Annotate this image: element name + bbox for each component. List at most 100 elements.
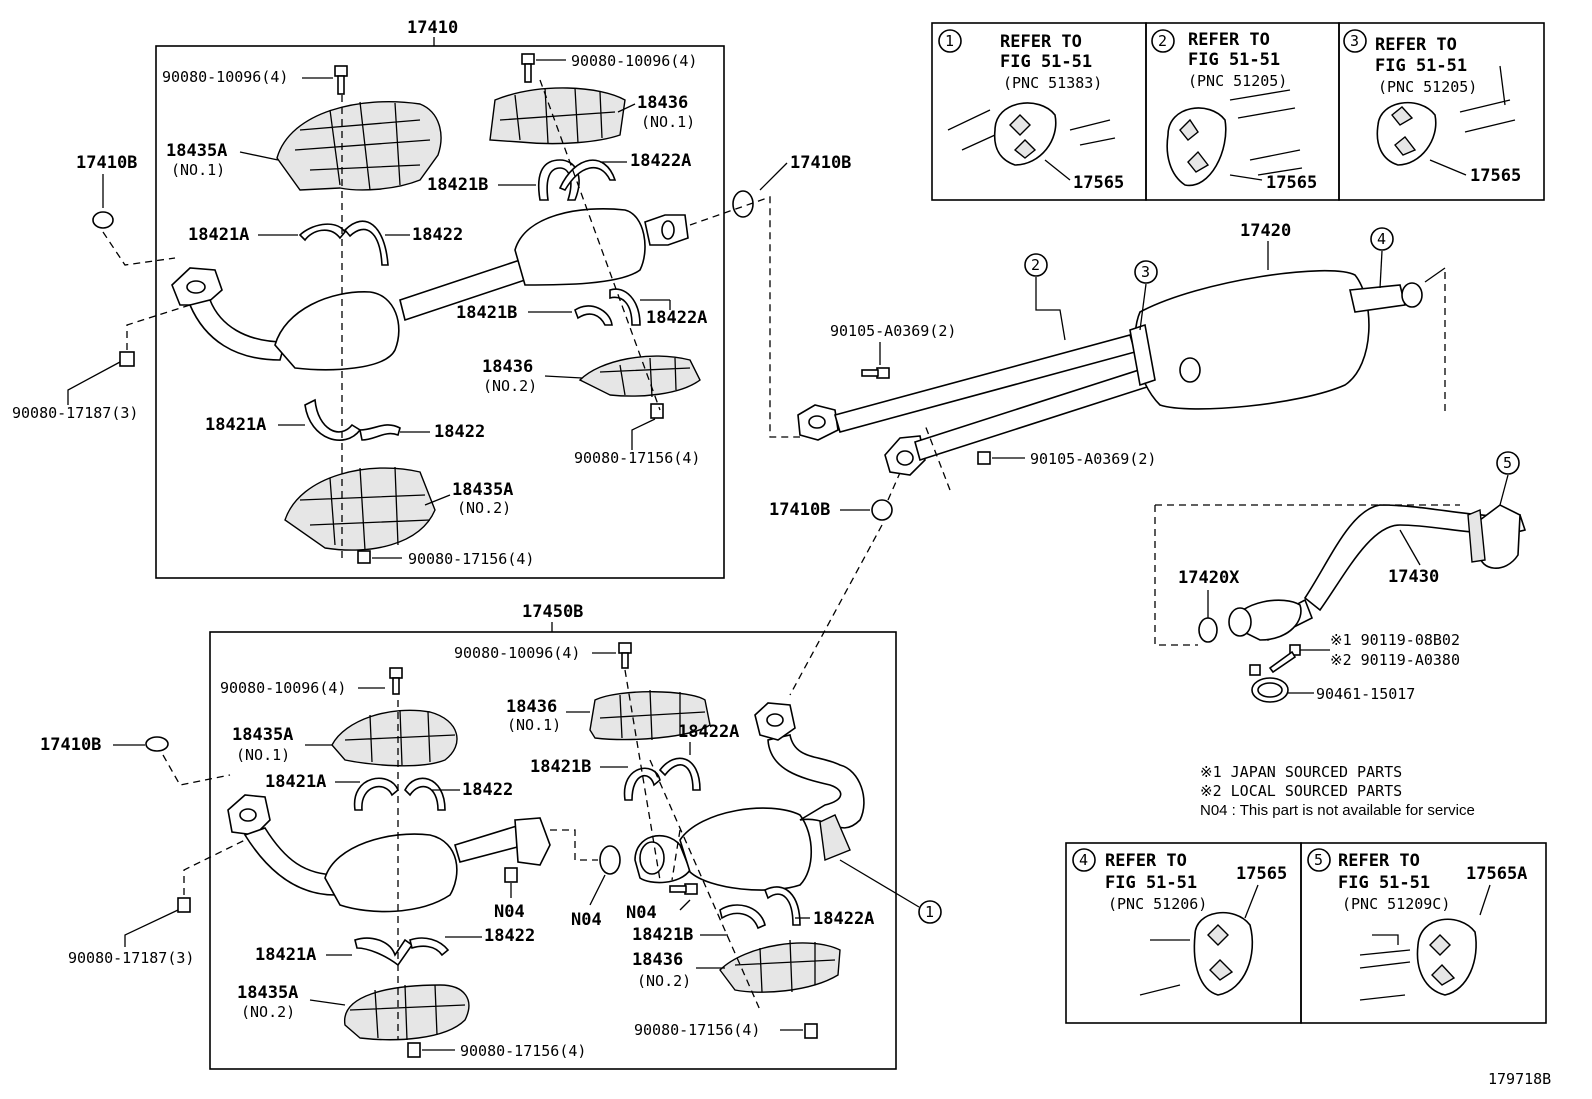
refer-box-1-pnc: (PNC 51383) [1003,74,1102,92]
bolt-icon [389,667,403,695]
heat-insulator-18435A-no1 [276,101,442,191]
label-gasket-17410B-center: 17410B [769,500,830,520]
heat-insulator-18436-no2-b [719,939,841,993]
refer-box-4-part: 17565 [1236,864,1287,884]
group-label-17450B: 17450B [522,602,583,622]
refer-box-1-part: 17565 [1073,173,1124,193]
callout-2-number: 2 [1031,256,1040,274]
stud-n04 [504,867,518,883]
heat-insulator-18436-no1-b [589,689,711,741]
label-18435A-b-sub: (NO.1) [236,746,290,764]
label-n04-a: N04 [494,902,525,922]
clamp-18422A-b-lower [763,886,801,926]
heat-insulator-18435A-no2 [284,466,436,551]
label-18422A-b-lower: 18422A [813,909,874,929]
label-18421A-b: 18421A [265,772,326,792]
refer-box-2-line2: FIG 51-51 [1188,50,1280,70]
label-18436-b-sub: (NO.1) [507,716,561,734]
clamp-18422A [558,159,617,191]
label-18422-b: 18422 [462,780,513,800]
refer-box-1: 1 REFER TO FIG 51-51 (PNC 51383) 17565 [931,22,1147,201]
gasket-icon [1198,617,1218,643]
label-nut-17187-top: 90080-17187(3) [12,404,138,422]
callout-3 [1134,260,1158,284]
bolt-icon [334,65,348,95]
label-nut-2: 90080-17156(4) [408,550,534,568]
label-18421A: 18421A [188,225,249,245]
clamp-18421B [538,159,580,201]
bolt-icon [618,642,632,669]
label-18435A: 18435A [166,141,227,161]
label-18435A-no2: 18435A [452,480,513,500]
refer-box-2-number: 2 [1158,32,1167,50]
gasket-icon [871,499,893,521]
label-18435A-no2-sub: (NO.2) [457,499,511,517]
clamp-18422-b [404,777,446,811]
refer-box-2: 2 REFER TO FIG 51-51 (PNC 51205) 17565 [1145,22,1340,201]
refer-box-2-line1: REFER TO [1188,30,1270,50]
clamp-18422-b-lower [409,937,450,957]
nut-icon [650,403,664,419]
refer-box-2-part: 17565 [1266,173,1317,193]
gasket-icon [732,190,754,218]
bolt-icon [977,451,991,465]
label-18422A: 18422A [630,151,691,171]
label-bolt-top-right: 90080-10096(4) [571,52,697,70]
refer-box-5-line1: REFER TO [1338,851,1420,871]
muffler-assembly-17420 [797,269,1423,476]
label-18421A-lower: 18421A [205,415,266,435]
bolt-icon [669,883,698,895]
label-18436-no2: 18436 [482,357,533,377]
refer-box-4-number: 4 [1079,851,1088,869]
gasket-icon [92,211,114,229]
exhaust-pipe-17450B [227,794,551,913]
label-nut-b-2: 90080-17156(4) [460,1042,586,1060]
label-18436-sub: (NO.1) [641,113,695,131]
callout-4 [1370,227,1394,251]
refer-box-4-line1: REFER TO [1105,851,1187,871]
label-18422-lower: 18422 [434,422,485,442]
refer-box-3: 3 REFER TO FIG 51-51 (PNC 51205) 17565 [1338,22,1545,201]
clamp-18421A-b-lower [354,937,414,967]
label-bolt-90105-2: 90105-A0369(2) [1030,450,1156,468]
label-18435A-no2-b: 18435A [237,983,298,1003]
label-18422A-lower: 18422A [646,308,707,328]
callout-3-number: 3 [1141,263,1150,281]
clamp-18421A-b [353,777,399,811]
refer-box-5-pnc: (PNC 51209C) [1342,895,1450,913]
label-18436-b: 18436 [506,697,557,717]
bolt-icon [861,367,890,379]
bolt-icon [521,53,535,83]
refer-box-2-pnc: (PNC 51205) [1188,72,1287,90]
label-18436-no2-b: 18436 [632,950,683,970]
callout-1 [918,900,942,924]
clamp-18422A-b [658,757,701,791]
clamp-band-icon [1249,664,1289,703]
label-18421B-b-lower: 18421B [632,925,693,945]
refer-box-4-line2: FIG 51-51 [1105,873,1197,893]
exhaust-pipe-17410 [171,207,689,371]
group-box-17410 [155,45,725,579]
refer-box-5: 5 REFER TO FIG 51-51 (PNC 51209C) 17565A [1300,842,1547,1024]
heat-insulator-18435A-no1-b [331,709,458,767]
group-label-17420X: 17420X [1178,568,1240,588]
label-18421B-lower: 18421B [456,303,517,323]
label-18436: 18436 [637,93,688,113]
label-18422: 18422 [412,225,463,245]
refer-box-3-line2: FIG 51-51 [1375,56,1467,76]
callout-1-number: 1 [925,903,934,921]
label-gasket-17410B-right: 17410B [790,153,851,173]
label-18435A-b: 18435A [232,725,293,745]
nut-icon [357,550,371,564]
callout-5 [1496,451,1520,475]
label-18436-no2-b-sub: (NO.2) [637,972,691,990]
label-18422-b-lower: 18422 [484,926,535,946]
clamp-18422-lower [359,424,401,441]
label-18421A-b-lower: 18421A [255,945,316,965]
label-bolt-90119-2: ※2 90119-A0380 [1330,651,1460,669]
heat-insulator-18436-no2 [578,355,701,398]
tail-pipe-17430 [1228,504,1527,642]
label-18436-no2-sub: (NO.2) [483,377,537,395]
refer-box-1-line1: REFER TO [1000,32,1082,52]
